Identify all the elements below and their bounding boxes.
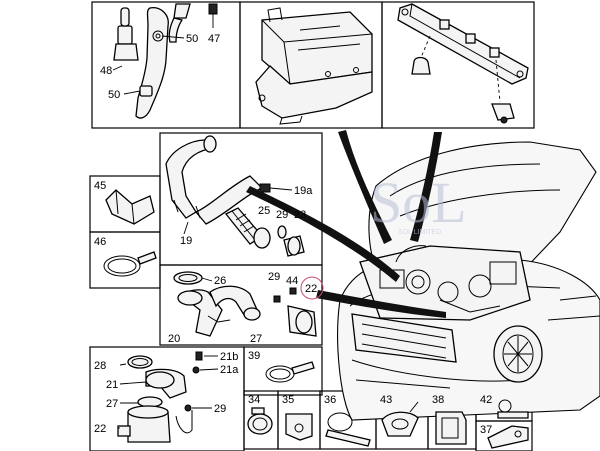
callout-small-8: 42 — [480, 394, 492, 406]
callout-lower-center-0: 26 — [214, 275, 226, 287]
callout-small-2: 39 — [248, 350, 260, 362]
callout-lower-left-0: 28 — [94, 360, 106, 372]
callout-small-7: 38 — [432, 394, 444, 406]
part-lower-left-drawing — [117, 351, 219, 443]
callout-small-9: 37 — [480, 424, 492, 436]
part-36-drawing — [325, 412, 371, 447]
callout-lower-left-1: 21b — [220, 351, 238, 363]
callout-lower-left-4: 27 — [106, 398, 118, 410]
vacuum-valve-drawing — [112, 3, 218, 119]
intake-hose-a-drawing — [165, 135, 305, 257]
callout-center-0: 19a — [294, 185, 313, 197]
callout-top-left-1: 50 — [186, 33, 198, 45]
watermark-logo: SoL SOL LIMITED — [370, 170, 467, 236]
panel-intake-hose-b — [159, 264, 323, 346]
callout-lower-center-3: 22 — [305, 283, 317, 295]
callout-labels: 50 47 48 50 19a 19 25 29 23 26 29 44 22 … — [94, 33, 492, 436]
callout-small-5: 36 — [324, 394, 336, 406]
callout-lower-left-5: 29 — [214, 403, 226, 415]
callout-top-left-2: 50 — [108, 89, 120, 101]
part-46-drawing — [103, 251, 157, 277]
callout-top-left-0: 48 — [100, 65, 112, 77]
car-engine-bay-drawing — [246, 130, 600, 421]
callout-lower-left-3: 21a — [220, 364, 239, 376]
part-37-drawing — [487, 425, 529, 449]
callout-lower-center-4: 20 — [168, 333, 180, 345]
callout-small-1: 46 — [94, 236, 106, 248]
watermark-tagline: SOL LIMITED — [398, 229, 441, 236]
panel-37 — [475, 420, 533, 451]
part-43-drawing — [381, 401, 419, 437]
callout-center-1: 19 — [180, 235, 192, 247]
callout-small-6: 43 — [380, 394, 392, 406]
panel-fuel-rail — [381, 1, 535, 129]
fuel-rail-drawing — [397, 3, 529, 124]
watermark-logo-text: SoL — [370, 170, 467, 235]
part-45-drawing — [105, 189, 155, 225]
air-filter-housing-drawing — [255, 7, 373, 125]
callout-top-left-3: 47 — [208, 33, 220, 45]
callout-lower-left-2: 21 — [106, 379, 118, 391]
panel-46 — [89, 231, 161, 289]
part-42-drawing — [497, 399, 529, 419]
part-38-drawing — [435, 411, 467, 445]
callout-center-4: 23 — [294, 209, 306, 221]
callout-lower-center-5: 27 — [250, 333, 262, 345]
callout-small-3: 34 — [248, 394, 260, 406]
callout-lower-center-2: 44 — [286, 275, 298, 287]
intake-hose-b-drawing — [173, 271, 317, 337]
callout-center-2: 25 — [258, 205, 270, 217]
callout-lower-center-1: 29 — [268, 271, 280, 283]
callout-small-0: 45 — [94, 180, 106, 192]
part-35-drawing — [285, 413, 313, 441]
callout-circle — [300, 276, 324, 300]
part-39-drawing — [265, 361, 315, 383]
callout-center-3: 29 — [276, 209, 288, 221]
callout-small-4: 35 — [282, 394, 294, 406]
callout-lower-left-6: 22 — [94, 423, 106, 435]
part-34-drawing — [247, 407, 273, 435]
